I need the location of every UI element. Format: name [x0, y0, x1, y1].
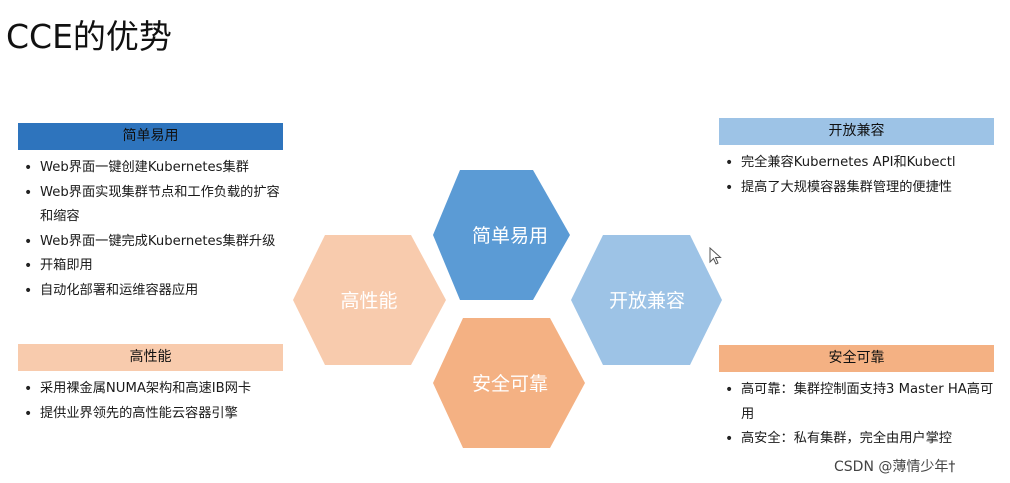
list-item: 高安全：私有集群，完全由用户掌控: [719, 427, 994, 452]
hexagon-label-safe-reliable: 安全可靠: [472, 373, 548, 395]
hexagon-safe-reliable: [433, 318, 585, 448]
panel-header: 简单易用: [18, 123, 283, 150]
list-item: 提供业界领先的高性能云容器引擎: [18, 402, 283, 427]
panel-header: 安全可靠: [719, 345, 994, 372]
page-title: CCE的优势: [6, 17, 172, 56]
panel-simple-easy: 简单易用 Web界面一键创建Kubernetes集群 Web界面实现集群节点和工…: [18, 123, 283, 303]
hexagon-label-high-performance: 高性能: [340, 290, 397, 312]
bullet-list: Web界面一键创建Kubernetes集群 Web界面实现集群节点和工作负载的扩…: [18, 156, 283, 303]
hexagon-simple-easy: [433, 170, 570, 300]
panel-open-compatible: 开放兼容 完全兼容Kubernetes API和Kubectl 提高了大规模容器…: [719, 118, 994, 200]
mouse-cursor-icon: [709, 247, 722, 265]
hexagon-high-performance: [293, 235, 446, 365]
list-item: Web界面一键创建Kubernetes集群: [18, 156, 283, 181]
list-item: 提高了大规模容器集群管理的便捷性: [719, 176, 994, 201]
panel-header: 开放兼容: [719, 118, 994, 145]
bullet-list: 完全兼容Kubernetes API和Kubectl 提高了大规模容器集群管理的…: [719, 151, 994, 200]
hexagon-label-open-compatible: 开放兼容: [609, 290, 685, 312]
hexagon-label-simple-easy: 简单易用: [472, 225, 548, 247]
panel-high-performance: 高性能 采用裸金属NUMA架构和高速IB网卡 提供业界领先的高性能云容器引擎: [18, 344, 283, 426]
panel-safe-reliable: 安全可靠 高可靠：集群控制面支持3 Master HA高可用 高安全：私有集群，…: [719, 345, 994, 452]
list-item: 高可靠：集群控制面支持3 Master HA高可用: [719, 378, 994, 427]
list-item: 自动化部署和运维容器应用: [18, 279, 283, 304]
panel-header: 高性能: [18, 344, 283, 371]
list-item: 开箱即用: [18, 254, 283, 279]
list-item: Web界面实现集群节点和工作负载的扩容和缩容: [18, 181, 283, 230]
list-item: Web界面一键完成Kubernetes集群升级: [18, 230, 283, 255]
watermark: CSDN @薄情少年†: [834, 459, 956, 475]
bullet-list: 高可靠：集群控制面支持3 Master HA高可用 高安全：私有集群，完全由用户…: [719, 378, 994, 452]
list-item: 采用裸金属NUMA架构和高速IB网卡: [18, 377, 283, 402]
list-item: 完全兼容Kubernetes API和Kubectl: [719, 151, 994, 176]
bullet-list: 采用裸金属NUMA架构和高速IB网卡 提供业界领先的高性能云容器引擎: [18, 377, 283, 426]
hexagon-open-compatible: [571, 235, 722, 365]
